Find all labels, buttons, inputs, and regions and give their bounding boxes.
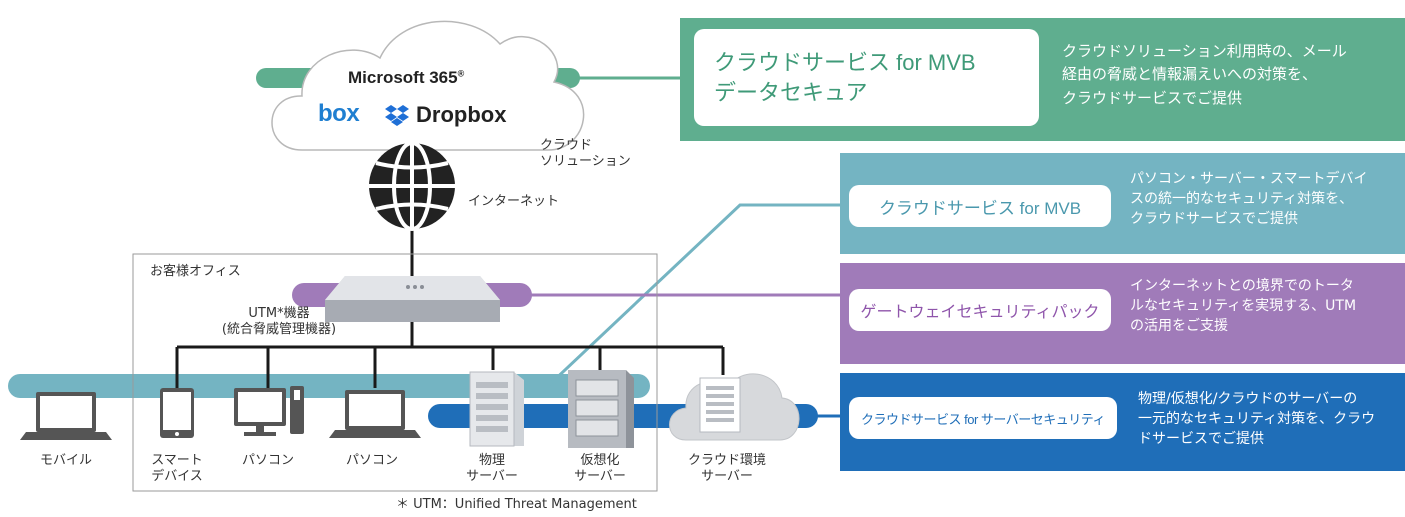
service-desc-gateway-line2: ルなセキュリティを実現する、UTM	[1130, 297, 1357, 314]
microsoft-365-logo: Microsoft 365®	[348, 68, 464, 88]
cloud-solution-label-line2: ソリューション	[540, 154, 631, 170]
utm-label-line2: (統合脅威管理機器)	[221, 322, 337, 338]
service-desc-mvb: パソコン・サーバー・スマートデバイ スの統一的なセキュリティ対策を、 クラウドサ…	[1130, 170, 1367, 230]
virtual-server-icon	[568, 370, 634, 448]
label-pc-desktop: パソコン	[241, 453, 294, 468]
label-cloud-server-line2: サーバー	[701, 469, 753, 485]
cloud-server-icon	[669, 373, 800, 441]
office-boundary	[132, 253, 658, 492]
service-desc-gateway-line1: インターネットとの境界でのトータ	[1130, 278, 1354, 294]
service-title-mvb: クラウドサービス for MVB	[849, 185, 1111, 227]
service-desc-server-security-line1: 物理/仮想化/クラウドのサーバーの	[1138, 391, 1358, 407]
label-smart-device-line1: スマート	[151, 453, 203, 468]
lan-lines	[175, 322, 725, 388]
internet-label: インターネット	[468, 194, 560, 209]
service-desc-server-security-line2: 一元的なセキュリティ対策を、クラウ	[1138, 410, 1376, 427]
dropbox-text: Dropbox	[416, 102, 507, 127]
service-desc-gateway-line3: の活用をご支援	[1130, 317, 1228, 334]
cloud-shape	[271, 20, 585, 151]
service-desc-server-security: 物理/仮想化/クラウドのサーバーの 一元的なセキュリティ対策を、クラウ ドサービ…	[1138, 390, 1375, 450]
utm-label-line1: UTM*機器	[248, 306, 310, 321]
globe-icon	[369, 141, 455, 231]
service-desc-mvb-line2: スの統一的なセキュリティ対策を、	[1130, 190, 1354, 207]
label-physical-server-line1: 物理	[478, 453, 505, 468]
footnote: ＊ UTM：Unified Threat Management	[396, 497, 637, 512]
service-title-data-secure: クラウドサービス for MVB データセキュア	[694, 29, 1039, 126]
service-desc-mvb-line3: クラウドサービスでご提供	[1130, 210, 1298, 227]
microsoft-365-text: Microsoft 365	[348, 68, 458, 87]
label-virtual-server-line1: 仮想化	[580, 453, 620, 468]
service-desc-mvb-line1: パソコン・サーバー・スマートデバイ	[1130, 171, 1368, 187]
service-title-gateway: ゲートウェイセキュリティパック	[849, 289, 1111, 331]
service-desc-gateway: インターネットとの境界でのトータ ルなセキュリティを実現する、UTM の活用をご…	[1130, 277, 1356, 337]
laptop-icon	[20, 392, 112, 440]
service-title-server-security: クラウドサービス for サーバーセキュリティ	[849, 397, 1117, 439]
cloud-solution-label-line1: クラウド	[540, 138, 593, 153]
cloud-solution-label: クラウド ソリューション	[540, 138, 631, 171]
label-pc-laptop: パソコン	[345, 453, 398, 468]
physical-server-icon	[469, 371, 524, 447]
label-physical-server: 物理 サーバー	[450, 453, 534, 486]
label-smart-device: スマート デバイス	[140, 453, 214, 486]
label-virtual-server-line2: サーバー	[574, 469, 626, 485]
label-physical-server-line2: サーバー	[466, 469, 518, 485]
tablet-icon	[160, 388, 194, 438]
service-desc-data-secure-line2: 経由の脅威と情報漏えいへの対策を、	[1062, 65, 1318, 84]
registered-mark: ®	[457, 68, 465, 79]
label-smart-device-line2: デバイス	[151, 469, 203, 485]
label-cloud-server: クラウド環境 サーバー	[672, 453, 782, 486]
service-desc-data-secure-line3: クラウドサービスでご提供	[1062, 88, 1243, 107]
utm-label: UTM*機器 (統合脅威管理機器)	[214, 306, 344, 339]
dropbox-icon	[385, 105, 409, 126]
service-desc-data-secure: クラウドソリューション利用時の、メール 経由の脅威と情報漏えいへの対策を、 クラ…	[1062, 40, 1347, 110]
desktop-pc-icon	[234, 386, 304, 436]
dropbox-logo: Dropbox	[384, 102, 506, 128]
service-desc-data-secure-line1: クラウドソリューション利用時の、メール	[1062, 42, 1347, 60]
service-desc-server-security-line3: ドサービスでご提供	[1138, 430, 1264, 447]
service-title-data-secure-line1: クラウドサービス for MVB	[714, 49, 976, 75]
office-label: お客様オフィス	[150, 264, 241, 279]
utm-device-icon	[325, 276, 500, 322]
label-cloud-server-line1: クラウド環境	[687, 453, 766, 468]
label-mobile: モバイル	[39, 453, 92, 468]
service-title-data-secure-line2: データセキュア	[714, 79, 868, 105]
label-virtual-server: 仮想化 サーバー	[558, 453, 642, 486]
laptop-pc-icon	[329, 390, 421, 438]
box-logo: box	[318, 100, 360, 127]
